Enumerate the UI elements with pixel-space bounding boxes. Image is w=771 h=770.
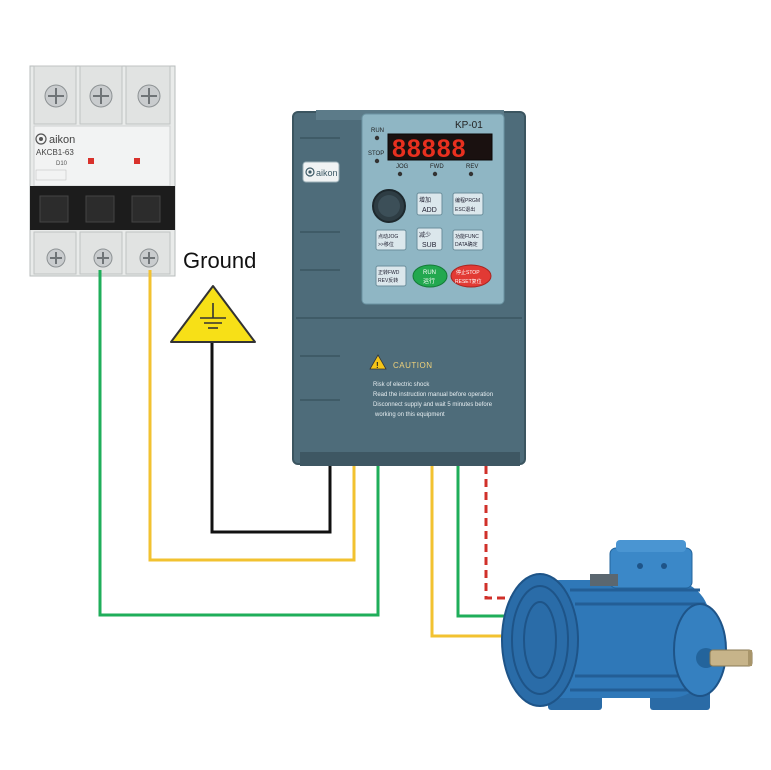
breaker-brand: aikon: [49, 134, 75, 146]
ground-label: Ground: [183, 248, 256, 273]
indicator-run-label: RUN: [371, 128, 384, 134]
fwd-rev-button[interactable]: 正转FWD REV反转: [375, 265, 407, 287]
warning-line: working on this equipment: [374, 412, 445, 418]
circuit-breaker: aikon AKCB1-63 D10: [29, 65, 176, 277]
sub-button[interactable]: 减少 SUB: [416, 227, 443, 251]
ground-sign: Ground: [170, 248, 256, 343]
warning-line: Risk of electric shock: [373, 382, 430, 388]
inverter-model: KP-01: [455, 120, 483, 131]
indicator-fwd-label: FWD: [430, 164, 444, 170]
electric-motor: [501, 540, 753, 710]
aikon-logo-icon: [305, 167, 315, 177]
jog-button-top: 点动JOG: [378, 233, 398, 240]
warning-line: Read the instruction manual before opera…: [373, 392, 493, 398]
prgm-button-bottom: ESC退出: [455, 206, 475, 213]
inverter-brand: aikon: [316, 168, 338, 178]
screw-icon: [44, 84, 68, 108]
indicator-jog-led: [397, 171, 403, 177]
sub-button-label: SUB: [422, 242, 437, 249]
breaker-toggle[interactable]: [85, 195, 115, 223]
add-button-label: ADD: [422, 207, 437, 214]
screw-icon: [93, 248, 113, 268]
run-button[interactable]: RUN 运行: [412, 264, 448, 288]
wire-ground: [210, 340, 332, 534]
indicator-run-led: [374, 135, 380, 141]
screw-icon: [89, 84, 113, 108]
screw-icon: [137, 84, 161, 108]
prgm-button-top: 编程PRGM: [455, 197, 480, 204]
potentiometer-knob[interactable]: [372, 189, 406, 223]
jog-button-bottom: >>移位: [378, 241, 394, 248]
add-button[interactable]: 增加 ADD: [416, 192, 443, 216]
indicator-fwd-led: [432, 171, 438, 177]
breaker-model: AKCB1-63: [36, 148, 74, 157]
indicator-rev-label: REV: [466, 164, 478, 170]
caution-title: CAUTION: [393, 361, 433, 370]
indicator-stop-label: STOP: [368, 151, 384, 157]
stop-button-top: 停止STOP: [456, 269, 480, 276]
warning-line: Disconnect supply and wait 5 minutes bef…: [373, 402, 493, 408]
indicator-jog-label: JOG: [396, 164, 409, 170]
breaker-toggle[interactable]: [131, 195, 161, 223]
sub-button-top: 减少: [419, 231, 431, 239]
stop-reset-button[interactable]: 停止STOP RESET复位: [450, 264, 492, 288]
fwd-button-top: 正转FWD: [378, 269, 400, 276]
indicator-stop-led: [374, 158, 380, 164]
ground-icon: [200, 303, 226, 329]
indicator-rev-led: [468, 171, 474, 177]
jog-button[interactable]: 点动JOG >>移位: [375, 229, 407, 251]
add-button-top: 增加: [419, 196, 431, 204]
breaker-rating: D10: [56, 161, 68, 167]
func-button-top: 功能FUNC: [455, 233, 479, 240]
fwd-button-bottom: REV反转: [378, 277, 398, 284]
wire-yellow-breaker: [148, 270, 356, 562]
led-display: [387, 133, 493, 161]
wire-green-breaker: [98, 270, 380, 617]
run-button-bottom: 运行: [423, 277, 435, 285]
prgm-button[interactable]: 编程PRGM ESC退出: [452, 192, 484, 216]
svg-text:!: !: [376, 361, 379, 370]
led-display-value: 88888: [392, 135, 467, 163]
screw-icon: [139, 248, 159, 268]
run-button-top: RUN: [423, 270, 436, 276]
aikon-logo-icon: [35, 133, 47, 145]
func-button[interactable]: 功能FUNC DATA确定: [452, 229, 484, 251]
breaker-toggle[interactable]: [39, 195, 69, 223]
func-button-bottom: DATA确定: [455, 241, 478, 248]
screw-icon: [46, 248, 66, 268]
stop-button-bottom: RESET复位: [455, 278, 482, 285]
warning-triangle-icon: !: [369, 354, 387, 370]
frequency-inverter: aikon KP-01 RUN STOP 88888 JOG FWD REV 增…: [292, 110, 526, 466]
